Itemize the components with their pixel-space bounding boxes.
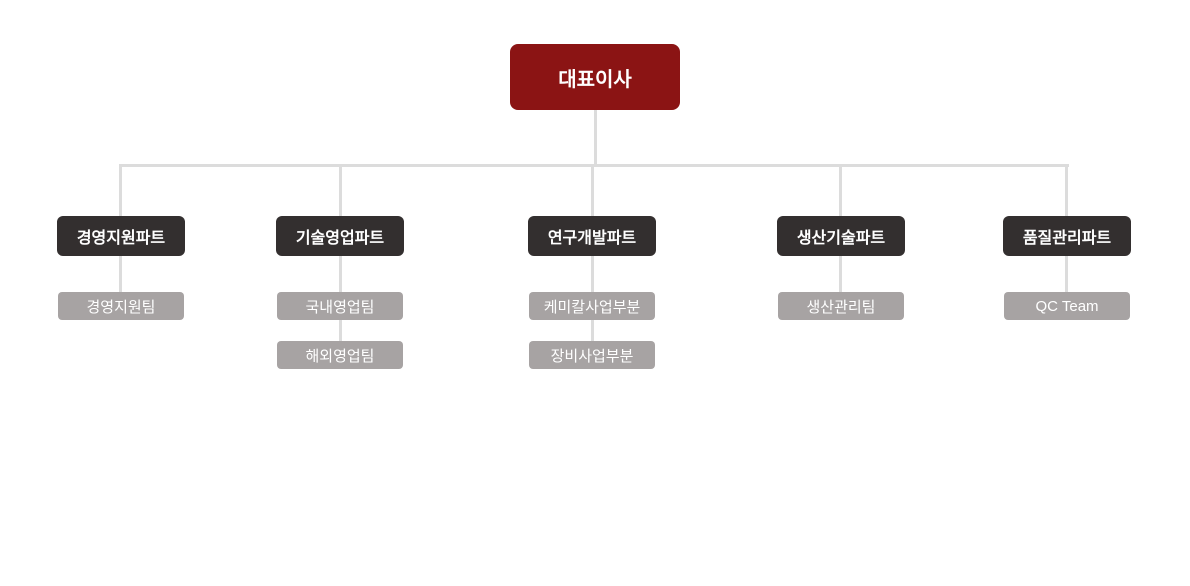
team-label: 생산관리팀 <box>806 298 876 316</box>
connector-drop-col3 <box>591 164 594 216</box>
part-quality-control: 품질관리파트 <box>1003 216 1131 256</box>
part-management-support: 경영지원파트 <box>57 216 185 256</box>
part-label: 연구개발파트 <box>547 230 637 247</box>
team-equipment-division: 장비사업부분 <box>529 341 655 369</box>
team-production-management: 생산관리팀 <box>778 292 904 320</box>
part-rnd: 연구개발파트 <box>528 216 656 256</box>
team-label: 케미칼사업부분 <box>543 298 641 316</box>
connector-part-team-col2 <box>339 256 342 292</box>
team-label: 해외영업팀 <box>305 347 375 365</box>
connector-drop-col4 <box>839 164 842 216</box>
team-qc: QC Team <box>1004 292 1130 320</box>
team-management-support: 경영지원팀 <box>58 292 184 320</box>
connector-part-team-col3 <box>591 256 594 292</box>
team-domestic-sales: 국내영업팀 <box>277 292 403 320</box>
part-production-technology: 생산기술파트 <box>777 216 905 256</box>
connector-part-team-col4 <box>839 256 842 292</box>
part-label: 경영지원파트 <box>76 230 166 247</box>
root-label: 대표이사 <box>558 68 632 91</box>
connector-root-stem <box>594 110 597 166</box>
connector-horizontal-bar <box>119 164 1069 167</box>
connector-team-team-col3 <box>591 320 594 341</box>
part-technical-sales: 기술영업파트 <box>276 216 404 256</box>
connector-part-team-col5 <box>1065 256 1068 292</box>
team-label: QC Team <box>1035 297 1099 315</box>
connector-team-team-col2 <box>339 320 342 341</box>
team-label: 장비사업부분 <box>550 347 634 365</box>
part-label: 생산기술파트 <box>796 230 886 247</box>
team-label: 국내영업팀 <box>305 298 375 316</box>
part-label: 품질관리파트 <box>1022 230 1112 247</box>
team-chemical-division: 케미칼사업부분 <box>529 292 655 320</box>
connector-part-team-col1 <box>119 256 122 292</box>
root-box-ceo: 대표이사 <box>510 44 680 110</box>
team-label: 경영지원팀 <box>86 298 156 316</box>
connector-drop-col2 <box>339 164 342 216</box>
connector-drop-col1 <box>119 164 122 216</box>
team-overseas-sales: 해외영업팀 <box>277 341 403 369</box>
connector-drop-col5 <box>1065 164 1068 216</box>
part-label: 기술영업파트 <box>295 230 385 247</box>
